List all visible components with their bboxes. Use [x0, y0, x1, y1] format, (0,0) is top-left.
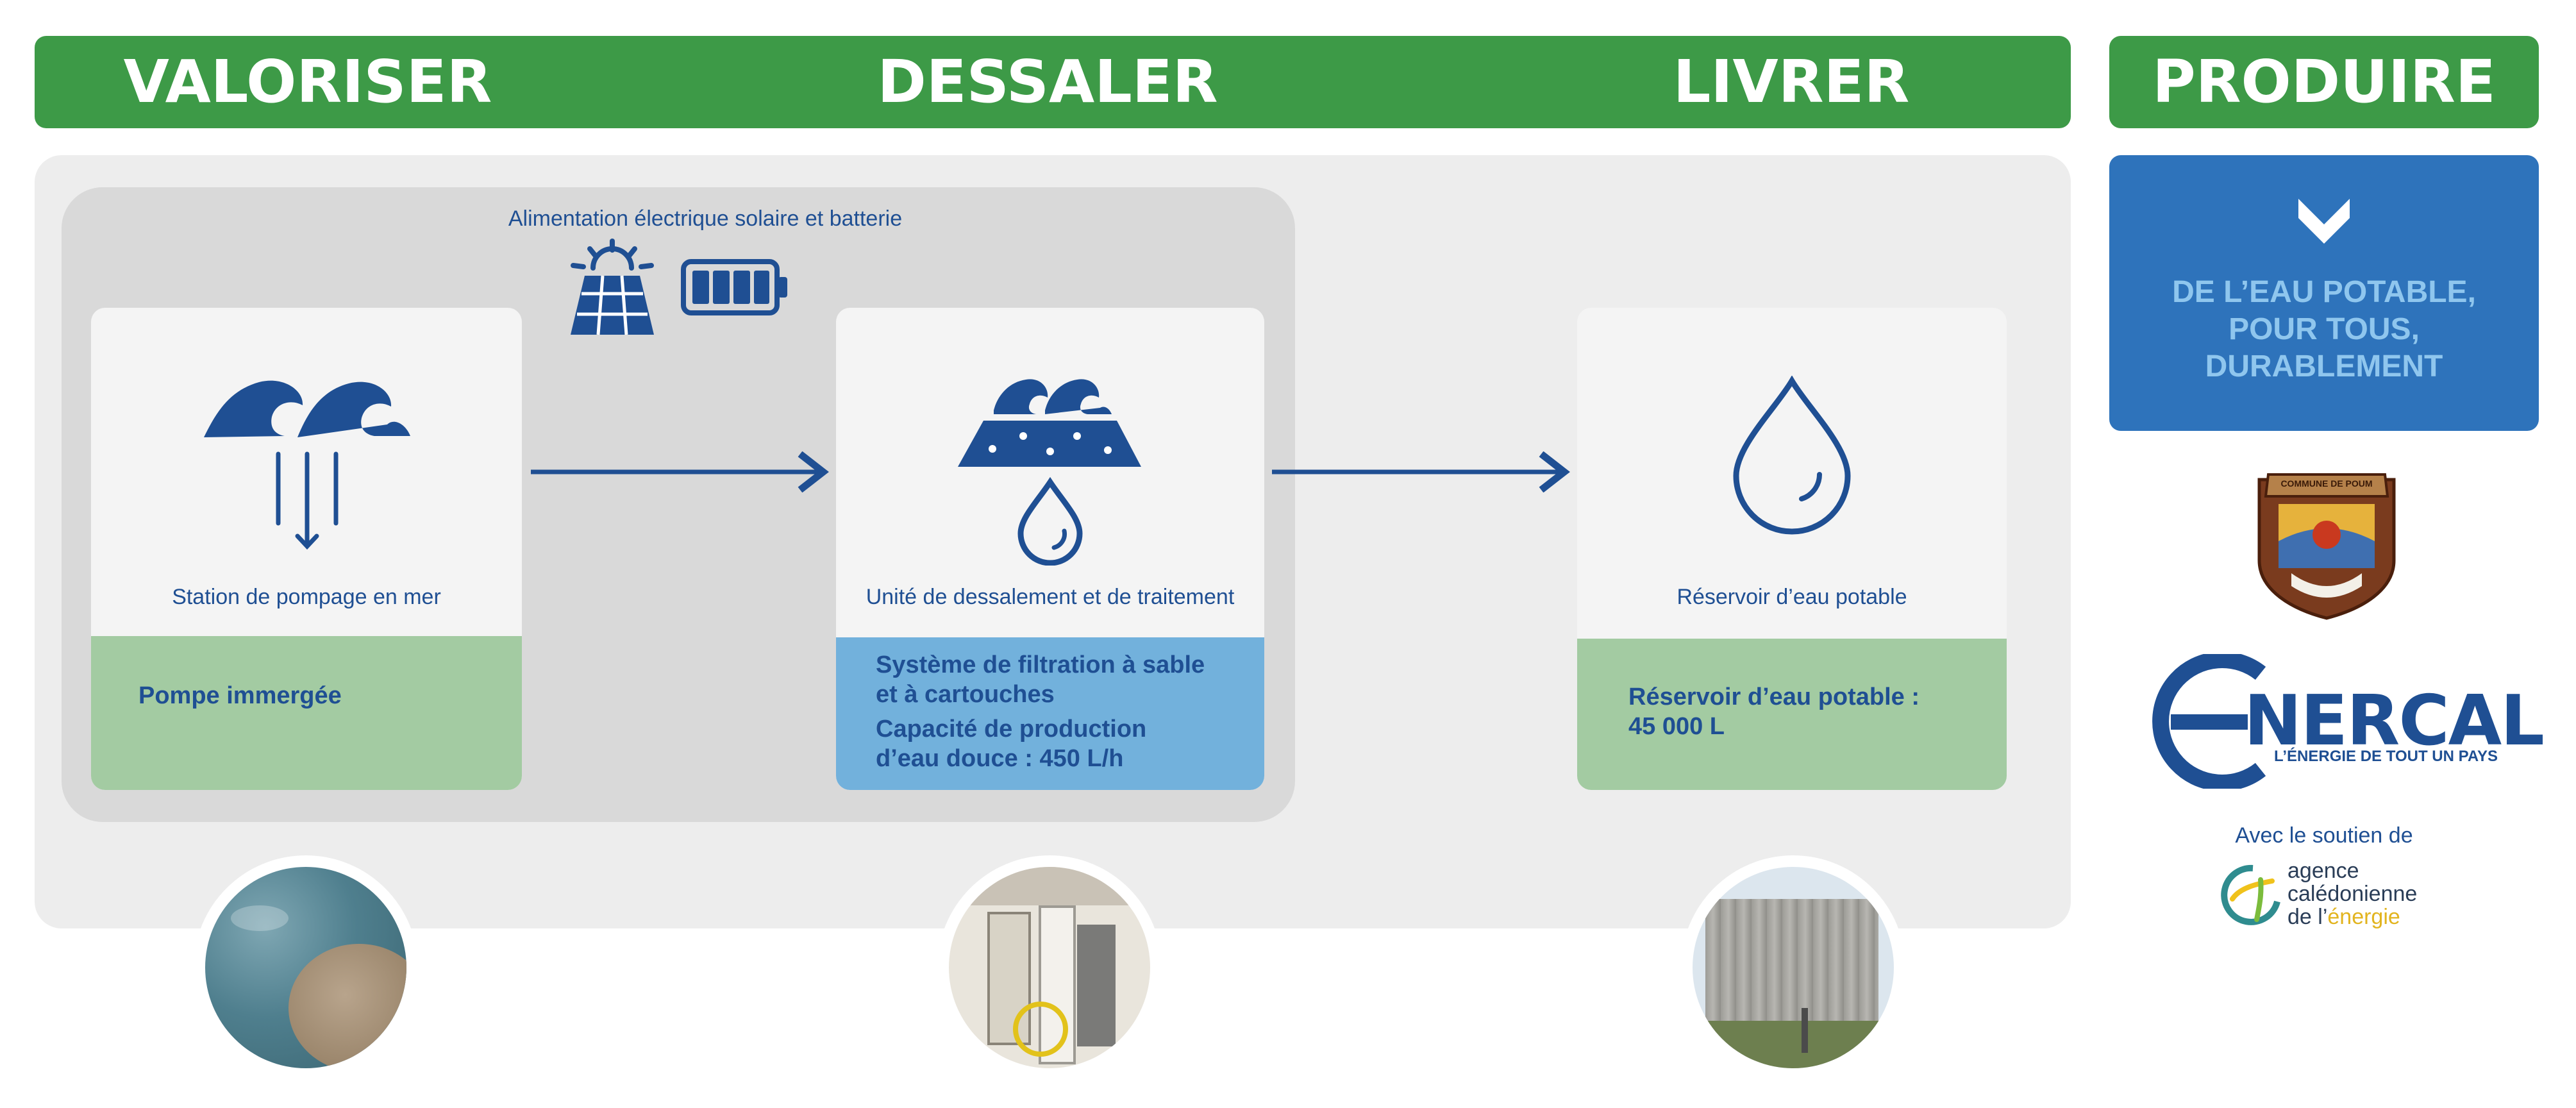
step-detail-reservoir-2: 45 000 L	[1628, 713, 1725, 740]
agency-line-3-prefix: de l’	[2287, 905, 2328, 929]
chevron-down-icon	[2298, 199, 2350, 244]
step-detail-box-desalination: Système de filtration à sable et à carto…	[836, 637, 1264, 790]
waves-pump-icon	[204, 380, 410, 550]
produire-box: DE L’EAU POTABLE, POUR TOUS, DURABLEMENT	[2109, 155, 2539, 431]
step-detail-capacity-1: Capacité de production	[876, 716, 1147, 743]
photo-desalination-unit	[937, 855, 1162, 1080]
commune-crest-text: COMMUNE DE POUM	[2280, 478, 2373, 489]
step-card-pumping: Station de pompage en mer Pompe immergée	[91, 308, 522, 790]
header-bar-produire	[2109, 36, 2539, 128]
produire-line-3: DURABLEMENT	[2205, 349, 2443, 383]
header-valoriser: VALORISER	[123, 47, 492, 116]
header-produire: PRODUIRE	[2152, 47, 2496, 116]
flow-arrow-2	[1272, 451, 1570, 492]
header-dessaler: DESSALER	[877, 47, 1218, 116]
photo-water-tank	[1681, 855, 1905, 1080]
solar-panel-icon	[571, 239, 654, 335]
power-label: Alimentation électrique solaire et batte…	[508, 206, 903, 231]
agency-mark-icon	[2221, 864, 2280, 925]
agency-line-2: calédonienne	[2287, 882, 2418, 906]
step-detail-reservoir-1: Réservoir d’eau potable :	[1628, 684, 1920, 710]
enercal-tagline: L’ÉNERGIE DE TOUT UN PAYS	[2274, 748, 2498, 765]
header-bar-main	[35, 36, 2071, 128]
step-detail-pumping: Pompe immergée	[138, 682, 342, 709]
step-label-pumping: Station de pompage en mer	[172, 585, 441, 609]
produire-line-1: DE L’EAU POTABLE,	[2172, 275, 2476, 309]
step-detail-capacity-2: d’eau douce : 450 L/h	[876, 745, 1124, 772]
step-card-reservoir: Réservoir d’eau potable Réservoir d’eau …	[1577, 308, 2007, 790]
step-card-desalination: Unité de dessalement et de traitement Sy…	[836, 308, 1264, 790]
commune-crest-logo: COMMUNE DE POUM	[2253, 464, 2400, 621]
agency-line-3-energie: énergie	[2327, 905, 2400, 929]
support-label: Avec le soutien de	[2235, 823, 2413, 848]
step-label-reservoir: Réservoir d’eau potable	[1677, 585, 1907, 609]
step-detail-box-pumping: Pompe immergée	[91, 636, 522, 790]
filtration-drop-icon	[958, 379, 1141, 566]
battery-icon	[681, 259, 787, 315]
agency-logo: agence calédonienne de l’énergie	[2221, 853, 2439, 936]
agency-line-1: agence	[2287, 859, 2359, 883]
step-detail-filtration-1: Système de filtration à sable	[876, 651, 1205, 678]
water-drop-icon	[1733, 376, 1851, 535]
enercal-logo: NERCAL L’ÉNERGIE DE TOUT UN PAYS	[2152, 654, 2545, 789]
photo-sea-pump	[194, 855, 418, 1080]
enercal-name: NERCAL	[2244, 681, 2545, 761]
step-detail-filtration-2: et à cartouches	[876, 681, 1055, 708]
produire-line-2: POUR TOUS,	[2229, 312, 2420, 346]
header-livrer: LIVRER	[1673, 47, 1910, 116]
step-label-desalination: Unité de dessalement et de traitement	[866, 585, 1235, 609]
agency-line-3: de l’énergie	[2287, 905, 2400, 928]
enercal-e-mark-icon	[2152, 654, 2266, 789]
flow-arrow-1	[531, 451, 829, 492]
step-detail-box-reservoir: Réservoir d’eau potable : 45 000 L	[1577, 639, 2007, 790]
